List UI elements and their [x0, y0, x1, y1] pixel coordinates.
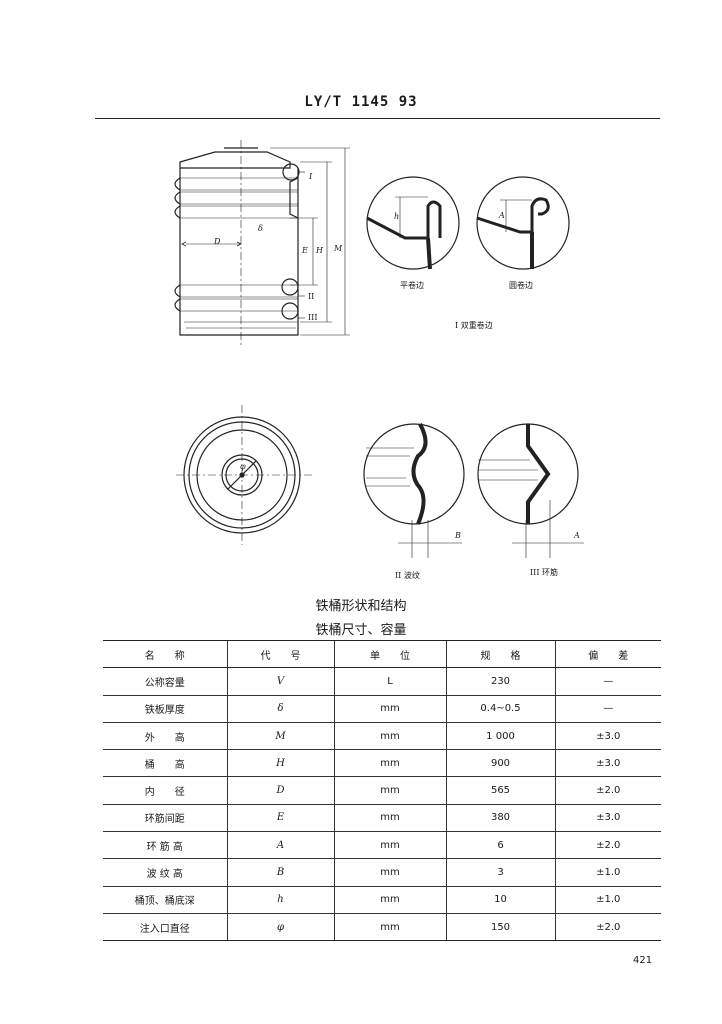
cell-unit: mm — [333, 695, 446, 723]
cell-code: E — [226, 804, 334, 833]
cell-spec: 1 000 — [445, 722, 555, 751]
cell-name: 外 高 — [103, 722, 227, 751]
cell-unit: mm — [333, 858, 446, 887]
cell-spec: 10 — [445, 886, 555, 914]
table-row: 桶 高 H mm 900 ±3.0 — [103, 749, 661, 778]
round-seam-detail — [476, 176, 570, 270]
cell-unit: mm — [333, 722, 446, 751]
rolling-hoop-caption: III 环筋 — [530, 568, 559, 577]
dim-delta-label: δ — [258, 224, 263, 233]
detail-III-label: III — [308, 313, 318, 322]
table-header-row: 名 称 代 号 单 位 规 格 偏 差 — [103, 639, 661, 669]
cell-spec: 6 — [445, 831, 555, 860]
table-row: 环筋间距 E mm 380 ±3.0 — [103, 804, 661, 833]
table-row: 外 高 M mm 1 000 ±3.0 — [103, 722, 661, 751]
drum-spec-table: 名 称 代 号 单 位 规 格 偏 差 公称容量 V L 230 — 铁板厚度 … — [103, 639, 661, 942]
cell-tolerance: ±3.0 — [554, 749, 661, 778]
cell-code: φ — [226, 913, 334, 942]
header-rule — [95, 118, 660, 119]
round-seam-caption: 圆卷边 — [509, 281, 533, 290]
cell-tolerance: ±1.0 — [554, 886, 661, 914]
cell-unit: L — [333, 667, 446, 696]
drum-plan-view — [176, 405, 312, 545]
table-row: 波 纹 高 B mm 3 ±1.0 — [103, 858, 661, 887]
figure-title: 铁桶形状和结构 — [315, 599, 407, 614]
cell-name: 注入口直径 — [103, 913, 227, 942]
rolling-hoop-detail — [477, 423, 584, 558]
cell-name: 桶顶、桶底深 — [103, 886, 227, 914]
drum-elevation-view — [174, 140, 350, 345]
header-tolerance: 偏 差 — [554, 639, 661, 669]
cell-spec: 230 — [445, 667, 555, 696]
cell-unit: mm — [333, 913, 446, 942]
cell-code: V — [226, 667, 334, 696]
dim-D-label: D — [214, 237, 221, 246]
flat-seam-detail — [366, 176, 460, 270]
cell-unit: mm — [333, 831, 446, 860]
standard-header: LY/T 1145 93 — [304, 94, 418, 110]
corrugation-detail — [363, 423, 465, 558]
table-row: 内 径 D mm 565 ±2.0 — [103, 776, 661, 805]
table-row: 桶顶、桶底深 h mm 10 ±1.0 — [103, 886, 661, 914]
cell-code: h — [226, 886, 334, 914]
cell-unit: mm — [333, 776, 446, 805]
cell-code: B — [226, 858, 334, 887]
dim-A-seam-label: A — [499, 211, 505, 220]
header-unit: 单 位 — [333, 639, 446, 669]
cell-tolerance: ±2.0 — [554, 831, 661, 860]
cell-tolerance: ±2.0 — [554, 913, 661, 942]
dim-phi-label: φ — [240, 462, 246, 471]
header-spec: 规 格 — [445, 639, 555, 669]
table-row: 公称容量 V L 230 — — [103, 667, 661, 696]
corrugation-caption: II 波纹 — [395, 571, 420, 580]
header-name: 名 称 — [103, 639, 227, 669]
cell-tolerance: — — [554, 667, 661, 696]
cell-code: A — [226, 831, 334, 860]
cell-code: M — [226, 722, 334, 751]
cell-code: δ — [226, 695, 334, 723]
cell-unit: mm — [333, 886, 446, 914]
cell-tolerance: ±2.0 — [554, 776, 661, 805]
cell-spec: 3 — [445, 858, 555, 887]
cell-tolerance: — — [554, 695, 661, 723]
table-row: 铁板厚度 δ mm 0.4~0.5 — — [103, 695, 661, 723]
dim-M-label: M — [334, 244, 343, 253]
cell-tolerance: ±3.0 — [554, 804, 661, 833]
table-row: 注入口直径 φ mm 150 ±2.0 — [103, 913, 661, 942]
cell-tolerance: ±1.0 — [554, 858, 661, 887]
double-seam-caption: I 双重卷边 — [455, 321, 493, 330]
dim-E-label: E — [302, 246, 308, 255]
flat-seam-caption: 平卷边 — [400, 281, 424, 290]
cell-name: 环 筋 高 — [103, 831, 227, 860]
cell-spec: 380 — [445, 804, 555, 833]
cell-name: 波 纹 高 — [103, 858, 227, 887]
table-row: 环 筋 高 A mm 6 ±2.0 — [103, 831, 661, 860]
cell-spec: 900 — [445, 749, 555, 778]
cell-unit: mm — [333, 804, 446, 833]
cell-code: H — [226, 749, 334, 778]
table-title: 铁桶尺寸、容量 — [315, 623, 407, 638]
dim-B-label: B — [455, 531, 461, 540]
dim-H-label: H — [316, 246, 323, 255]
cell-unit: mm — [333, 749, 446, 778]
cell-name: 公称容量 — [103, 667, 227, 696]
cell-code: D — [226, 776, 334, 805]
detail-II-label: II — [308, 292, 315, 301]
detail-I-label: I — [309, 172, 313, 181]
cell-spec: 565 — [445, 776, 555, 805]
cell-tolerance: ±3.0 — [554, 722, 661, 751]
cell-name: 铁板厚度 — [103, 695, 227, 723]
cell-name: 桶 高 — [103, 749, 227, 778]
header-code: 代 号 — [226, 639, 334, 669]
page-number: 421 — [633, 955, 653, 966]
dim-h-label: h — [394, 212, 400, 221]
dim-A-hoop-label: A — [574, 531, 580, 540]
cell-name: 环筋间距 — [103, 804, 227, 833]
cell-name: 内 径 — [103, 776, 227, 805]
cell-spec: 0.4~0.5 — [445, 695, 555, 723]
cell-spec: 150 — [445, 913, 555, 942]
